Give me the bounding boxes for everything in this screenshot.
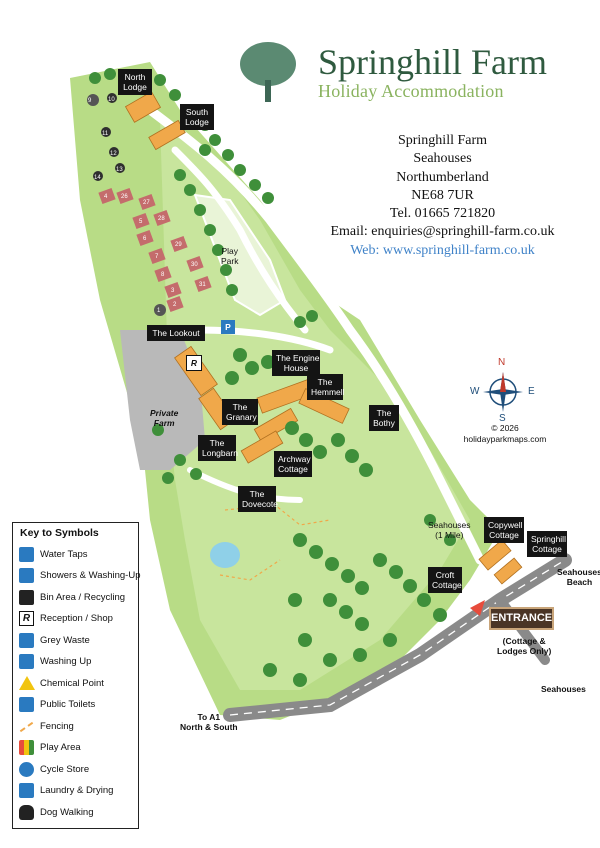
tree-clusters <box>89 68 456 687</box>
key-item-showers: Showers & Washing-Up <box>19 567 141 585</box>
label-seahouses: Seahouses <box>541 684 586 694</box>
key-item-water-taps: Water Taps <box>19 545 88 563</box>
water-tap-icon <box>19 546 34 562</box>
brand-tagline: Holiday Accommodation <box>318 81 504 101</box>
copyright: © 2026 holidayparkmaps.com <box>455 423 555 445</box>
pitch-number: 9 <box>88 98 92 104</box>
pitch-number: 4 <box>104 194 108 200</box>
copyright-year: © 2026 <box>491 423 519 433</box>
pitch-number: 6 <box>143 236 147 242</box>
pitches-dark <box>93 93 125 181</box>
cycle-icon <box>19 761 34 777</box>
pitch-number: 29 <box>175 242 182 248</box>
compass-rose <box>483 372 523 412</box>
address-line: Springhill Farm <box>397 133 488 148</box>
key-item-bin: Bin Area / Recycling <box>19 588 125 606</box>
compass-s: S <box>499 413 506 424</box>
entrance-arrow-icon <box>470 600 485 616</box>
address-postcode: NE68 7UR <box>411 187 474 203</box>
fencing-icon <box>19 721 34 733</box>
key-item-laundry: Laundry & Drying <box>19 782 113 800</box>
tree-icon <box>240 42 296 102</box>
pitch-number: 13 <box>116 167 123 173</box>
chemical-point-icon <box>19 676 35 690</box>
key-item-reception: R Reception / Shop <box>19 610 113 628</box>
label-the-lookout[interactable]: The Lookout <box>147 325 205 341</box>
key-item-toilets: Public Toilets <box>19 696 95 714</box>
pitch-number: 31 <box>199 282 206 288</box>
key-item-fencing: Fencing <box>19 717 74 735</box>
pitch-number: 2 <box>173 302 177 308</box>
label-entrance-note: (Cottage &Lodges Only) <box>497 636 552 656</box>
address-line: Seahouses <box>413 151 472 167</box>
pitch-number: 1 <box>157 308 161 314</box>
entrance-sign[interactable]: ENTRANCE <box>489 607 554 630</box>
pitch-number: 5 <box>139 219 143 225</box>
key-item-chemical-point: Chemical Point <box>19 674 104 692</box>
play-area-icon <box>19 740 34 755</box>
pitch-number: 28 <box>158 216 165 222</box>
symbol-key: Key to Symbols Water Taps Showers & Wash… <box>12 522 141 829</box>
reception-icon: R <box>19 611 34 626</box>
shower-icon <box>19 568 34 583</box>
pitch-number: 14 <box>94 175 101 181</box>
key-item-play-area: Play Area <box>19 739 81 757</box>
key-item-dog-walking: Dog Walking <box>19 803 94 821</box>
copyright-site[interactable]: holidayparkmaps.com <box>463 434 547 444</box>
bin-icon <box>19 589 34 605</box>
pitch-number: 10 <box>108 97 115 103</box>
toilets-icon <box>19 697 34 712</box>
address-web-link[interactable]: Web: www.springhill-farm.co.uk <box>350 242 535 258</box>
pitch-number: 7 <box>155 254 159 260</box>
parking-icon: P <box>221 320 235 334</box>
address-phone[interactable]: Tel. 01665 721820 <box>389 206 496 222</box>
pitch-number: 11 <box>102 131 109 137</box>
pitch-number: 12 <box>110 151 117 157</box>
pond <box>210 542 240 568</box>
pitch-number: 30 <box>191 262 198 268</box>
pitch-number: 3 <box>171 288 175 294</box>
grey-waste-icon <box>19 632 34 648</box>
contact-address: Springhill Farm Seahouses Northumberland… <box>300 132 585 260</box>
pitch-number: 8 <box>161 272 165 278</box>
pitches-grey <box>87 94 166 316</box>
compass-e: E <box>528 386 535 397</box>
dog-icon <box>19 804 34 820</box>
key-item-cycle-store: Cycle Store <box>19 760 89 778</box>
brand-title: Springhill Farm <box>318 42 548 82</box>
label-seahouses-1-mile: Seahouses(1 Mile) <box>428 520 471 540</box>
buildings <box>124 91 523 585</box>
pitch-number: 27 <box>143 200 150 206</box>
key-title: Key to Symbols <box>20 527 99 539</box>
washing-up-icon <box>19 654 34 669</box>
pitch-number: 26 <box>121 194 128 200</box>
reception-icon[interactable]: R <box>186 355 202 371</box>
laundry-icon <box>19 783 34 798</box>
address-line: Northumberland <box>396 169 489 185</box>
pitches-red <box>98 187 212 313</box>
key-item-washing-up: Washing Up <box>19 653 91 671</box>
compass-w: W <box>470 386 480 397</box>
address-email[interactable]: Email: enquiries@springhill-farm.co.uk <box>330 224 555 240</box>
compass-n: N <box>498 357 506 368</box>
key-item-grey-waste: Grey Waste <box>19 631 90 649</box>
